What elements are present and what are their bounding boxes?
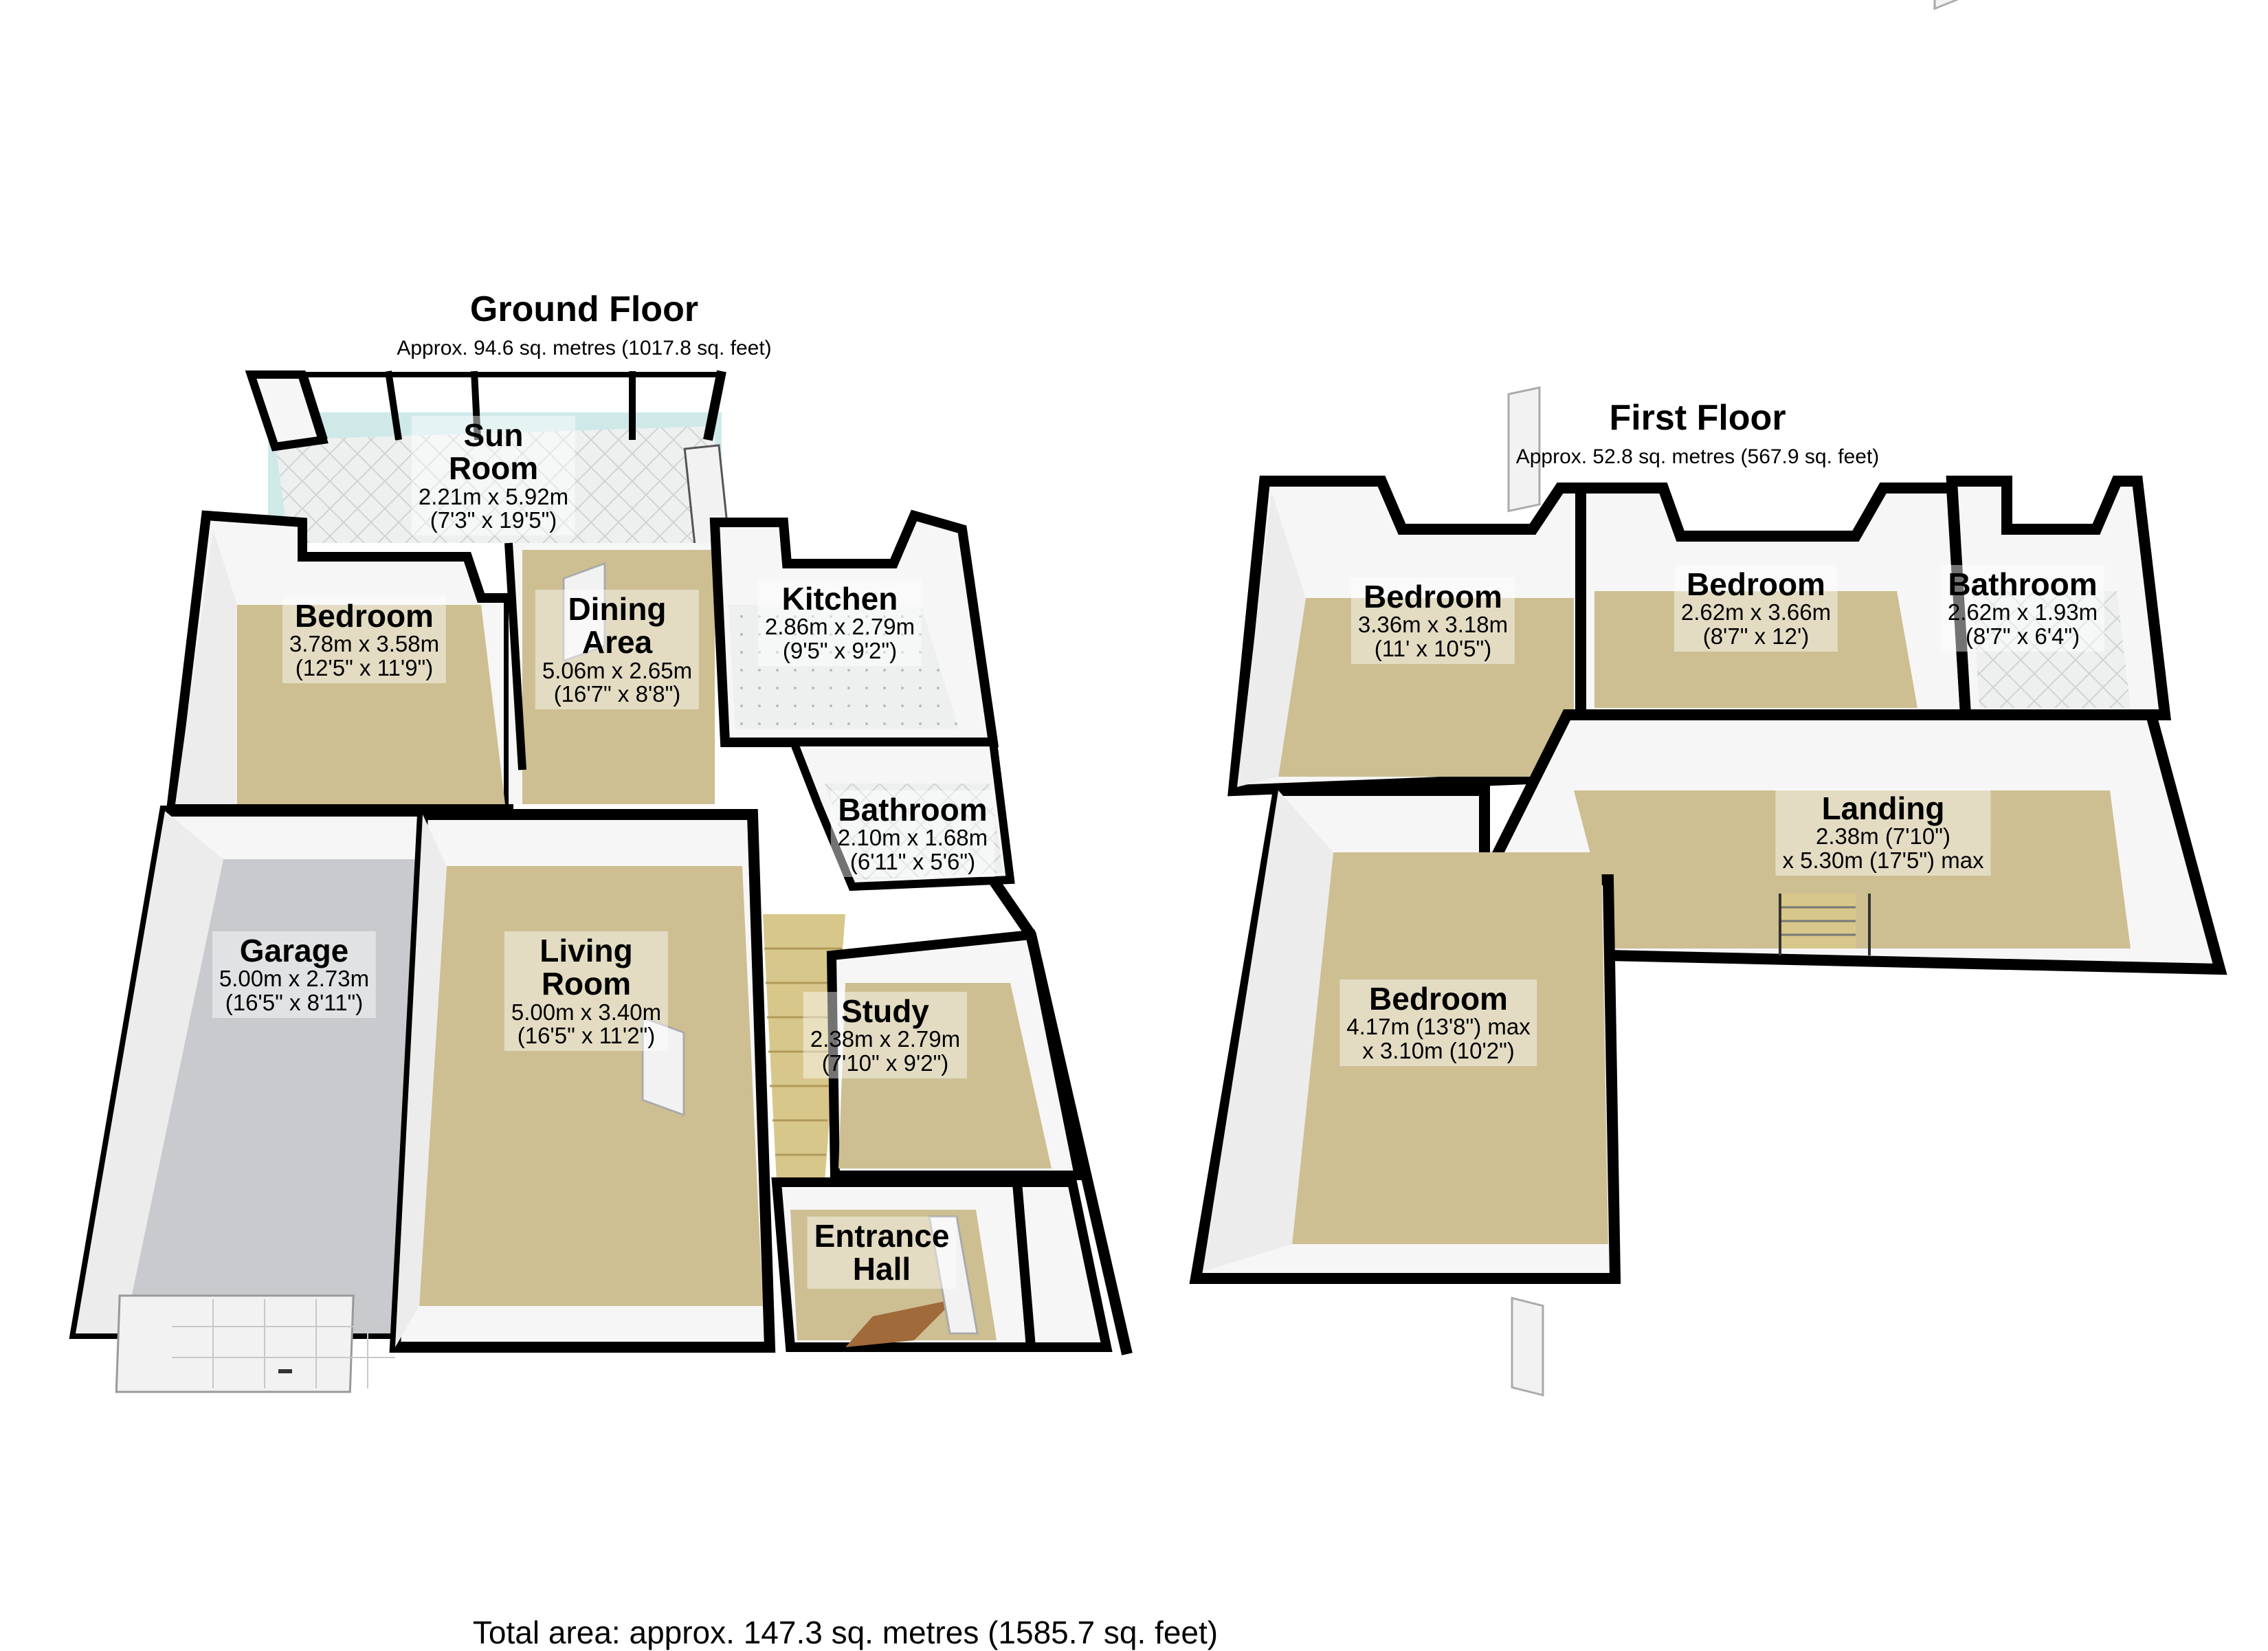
entrance-hall — [771, 1177, 1036, 1352]
total-area: Total area: approx. 147.3 sq. metres (15… — [472, 1615, 1219, 1650]
ground-bathroom-label: Bathroom 2.10m x 1.68m (6'11" x 5'6") — [830, 790, 995, 877]
first-bedroom-1-label: Bedroom 3.36m x 3.18m (11' x 10'5") — [1350, 577, 1515, 664]
kitchen-label: Kitchen 2.86m x 2.79m (9'5" x 9'2") — [757, 579, 922, 666]
first-bedroom-2 — [1575, 483, 1972, 720]
ground-bathroom — [788, 738, 1015, 891]
first-bedroom-3 — [1189, 785, 1621, 1284]
first-bedroom-2-label: Bedroom 2.62m x 3.66m (8'7" x 12') — [1674, 565, 1838, 652]
ground-floor-plan — [69, 370, 1133, 1393]
first-floor-area: Approx. 52.8 sq. metres (567.9 sq. feet) — [1515, 445, 1880, 468]
study-label: Study 2.38m x 2.79m (7'10" x 9'2") — [803, 992, 968, 1078]
ground-floor-area: Approx. 94.6 sq. metres (1017.8 sq. feet… — [397, 337, 772, 359]
staircase — [763, 914, 845, 1182]
first-floor-doors — [1507, 0, 1967, 1397]
living-room — [389, 562, 776, 1353]
ground-bedroom — [166, 510, 513, 809]
dining-area-label: Dining Area 5.06m x 2.65m (16'7" x 8'8") — [535, 590, 700, 709]
garage-label: Garage 5.00m x 2.73m (16'5" x 8'11") — [212, 931, 377, 1018]
first-bathroom-label: Bathroom 2.62m x 1.93m (8'7" x 6'4") — [1940, 565, 2105, 652]
sun-room-label: Sun Room 2.21m x 5.92m (7'3" x 19'5") — [411, 416, 576, 535]
sun-room — [245, 370, 733, 566]
entrance-hall-label: Entrance Hall — [807, 1217, 957, 1289]
ground-bedroom-label: Bedroom 3.78m x 3.58m (12'5" x 11'9") — [282, 597, 447, 683]
first-floor-plan — [1189, 0, 2227, 1397]
living-room-label: Living Room 5.00m x 3.40m (16'5" x 11'2"… — [504, 931, 669, 1051]
garage — [69, 806, 432, 1393]
landing-label: Landing 2.38m (7'10") x 5.30m (17'5") ma… — [1775, 789, 1991, 876]
first-bathroom — [1946, 476, 2171, 720]
first-floor-title: First Floor — [1609, 398, 1786, 438]
study — [826, 929, 1085, 1180]
ground-floor-title: Ground Floor — [469, 289, 699, 329]
side-store — [1012, 1177, 1113, 1352]
first-bedroom-3-label: Bedroom 4.17m (13'8") max x 3.10m (10'2"… — [1339, 979, 1537, 1066]
